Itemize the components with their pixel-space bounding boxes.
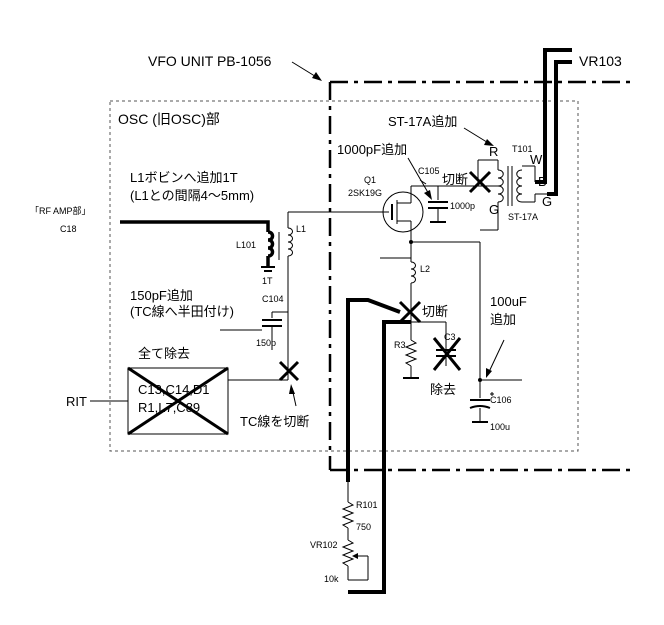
t101-label: T101 [512,144,533,154]
q1-label: Q1 [364,175,376,185]
removed-parts-1: C13,C14,D1 [138,382,210,397]
c150-note-2: (TC線へ半田付け) [130,304,234,319]
l101-coil [261,230,275,272]
c106-label: C106 [490,395,512,405]
osc-label: OSC (旧OSC)部 [118,111,220,127]
c18-label: C18 [60,224,77,234]
c105-label: C105 [418,166,440,176]
all-remove-label: 全て除去 [138,346,190,361]
l2-label: L2 [420,264,430,274]
cut1-label: 切断 [442,172,468,187]
osc-section-boundary [109,100,579,452]
r101-label: R101 [356,500,378,510]
st17a-arrow [463,127,494,146]
t101-transformer [480,160,547,231]
removed-parts-2: R1,L7,C89 [138,400,200,415]
r3-resistor [403,339,419,379]
tc-cut-mark [278,360,300,382]
l2-cut-mark [398,300,422,324]
rit-label: RIT [66,394,87,409]
l1-label: L1 [296,224,306,234]
c100u-label: 100u [490,422,510,432]
remove-label: 除去 [430,382,456,397]
vfo-unit-label: VFO UNIT PB-1056 [148,53,272,69]
rf-amp-wire [120,220,270,232]
l1-note-1: L1ボビンへ追加1T [130,170,238,185]
c150p-label: 150p [256,338,276,348]
c106-arrow [486,339,505,378]
l101-label: L101 [236,240,256,250]
r10k-label: 10k [324,574,339,584]
rf-amp-label: 「RF AMP部」 [30,205,91,216]
vfo-label-arrow [291,61,322,81]
source-rail [380,240,480,350]
w-label: W [530,152,543,167]
c150-note-1: 150pF追加 [130,288,193,303]
c100uf-label-2: 追加 [490,312,516,327]
b-label: B [538,174,547,189]
g-right-label: G [542,194,552,209]
st17a-add-label: ST-17A追加 [388,114,457,129]
c104-label: C104 [262,294,284,304]
tc-cut-label: TC線を切断 [240,414,309,429]
st17a-label: ST-17A [508,212,538,222]
c100uf-label-1: 100uF [490,294,527,309]
r750-label: 750 [356,522,371,532]
c106-capacitor [469,242,522,423]
c105-cut-mark [468,170,492,194]
r101-vr102 [341,482,369,581]
vr103-label: VR103 [579,53,622,69]
tc-cut-arrow [289,384,297,407]
c1000-add-label: 1000pF追加 [337,142,407,157]
r3-label: R3 [394,340,406,350]
l1-coil [278,211,360,300]
l1-note-2: (L1との間隔4～5mm) [130,188,254,203]
removed-parts-box [90,366,229,436]
q1-part-label: 2SK19G [348,188,382,198]
vfo-unit-boundary [328,80,632,472]
vr103-wiring [535,48,572,196]
1t-label: 1T [262,276,273,286]
vr102-wiring [346,298,411,594]
c104-capacitor [228,300,289,381]
c1000p-label: 1000p [450,201,475,211]
q1-transistor [360,186,424,242]
c3-label: C3 [444,332,456,342]
r-label: R [489,144,498,159]
c1000-arrow [407,157,432,200]
cut2-label: 切断 [422,304,448,319]
g-left-label: G [489,202,499,217]
c3-removed [432,337,462,371]
vr102-label: VR102 [310,540,338,550]
